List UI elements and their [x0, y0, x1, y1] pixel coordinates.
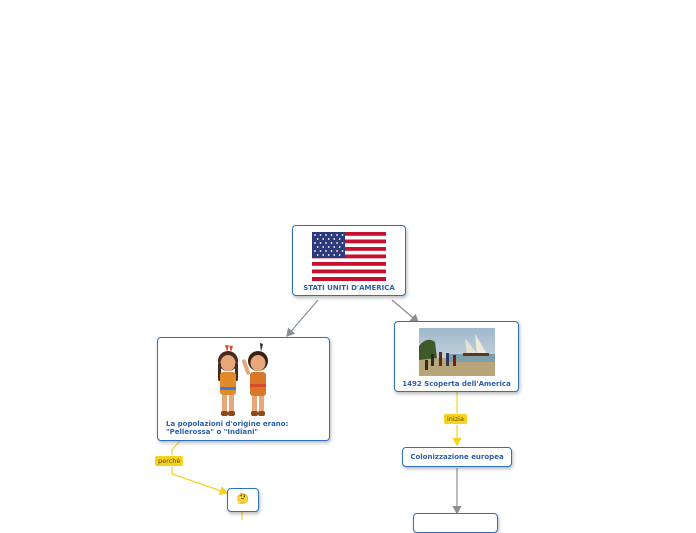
node-colonization[interactable]: Colonizzazione europea: [402, 447, 512, 467]
node-next-partial[interactable]: [413, 513, 498, 533]
node-thinking[interactable]: 🤔: [227, 488, 259, 512]
connector-usa-discovery: [391, 299, 419, 323]
node-natives-label-line1: La popolazioni d'origine erano:: [166, 420, 289, 428]
usa-flag-image: [312, 232, 386, 281]
node-colonization-label: Colonizzazione europea: [410, 453, 504, 461]
connector-usa-natives: [286, 299, 319, 337]
connector-layer: [171, 299, 462, 520]
native-americans-image: [218, 343, 268, 416]
connector-natives-tag: [171, 440, 181, 455]
node-natives-label-line2: "Pellerossa" o "Indiani": [166, 428, 259, 436]
thinking-face-emoji: 🤔: [236, 494, 250, 505]
node-discovery-label: 1492 Scoperta dell'America: [402, 380, 511, 388]
ships-landing-image: [419, 328, 495, 376]
node-natives[interactable]: La popolazioni d'origine erano: "Pellero…: [157, 337, 330, 441]
connector-tag-thinking: [171, 467, 229, 496]
node-usa[interactable]: STATI UNITI D'AMERICA: [292, 225, 406, 296]
node-usa-label: STATI UNITI D'AMERICA: [303, 284, 395, 292]
tag-perche[interactable]: perchè: [155, 456, 184, 466]
tag-inizia[interactable]: inizia: [444, 414, 467, 424]
node-discovery[interactable]: 1492 Scoperta dell'America: [394, 321, 519, 392]
